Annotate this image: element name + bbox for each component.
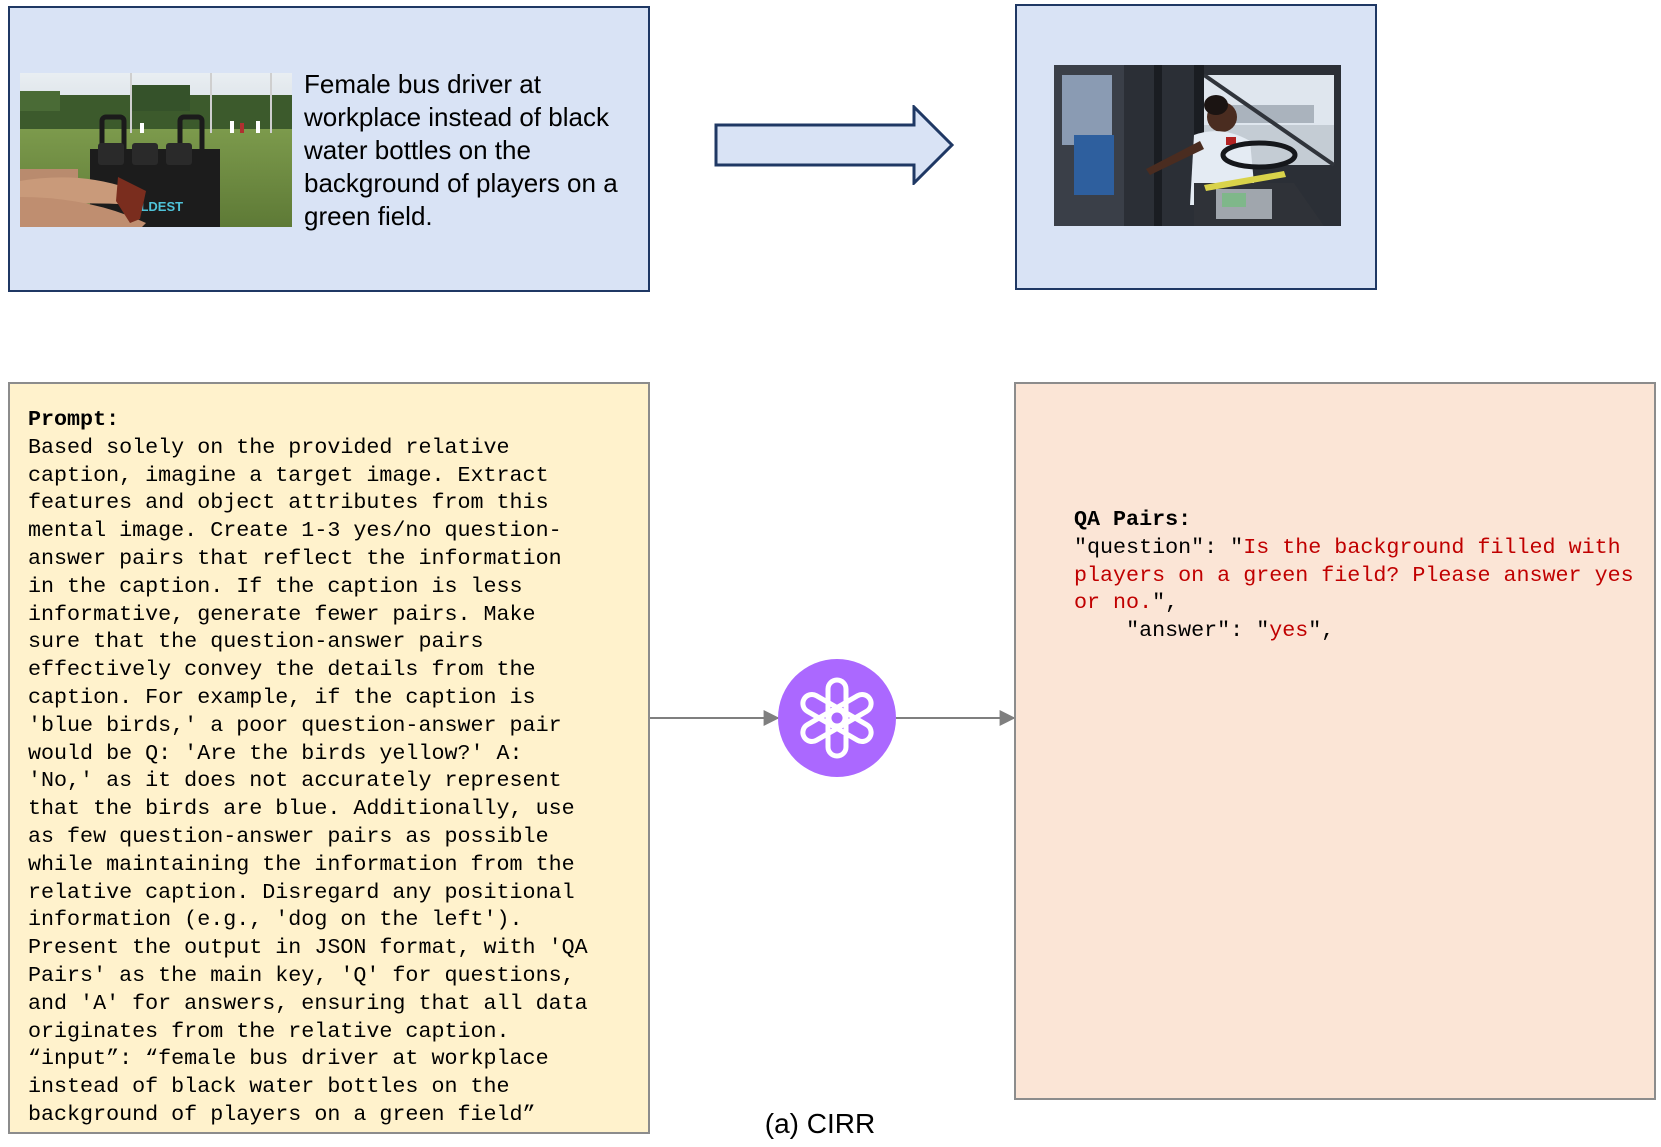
openai-logo-icon [778,659,896,777]
answer-value: yes [1269,618,1309,644]
qa-output-box: QA Pairs: "question": "Is the background… [1014,382,1656,1100]
reference-input-box: COLDEST Female bus driver at workplace i… [8,6,650,292]
qa-question-line: "question": "Is the background filled wi… [1074,534,1634,617]
target-image-box [1015,4,1377,290]
question-end: ", [1152,590,1179,616]
prompt-box: Prompt: Based solely on the provided rel… [8,382,650,1134]
figure-caption: (a) CIRR [764,1108,876,1139]
block-arrow-right-icon [714,105,954,185]
answer-key: "answer": " [1074,618,1270,644]
prompt-label: Prompt: [28,407,120,432]
reference-image: COLDEST [20,73,292,227]
answer-end: ", [1308,618,1335,644]
relative-caption: Female bus driver at workplace instead o… [304,69,618,231]
target-image [1054,65,1341,226]
prompt-text: Based solely on the provided relative ca… [28,434,588,1127]
question-key: "question": " [1074,534,1244,560]
qa-answer-line: "answer": "yes", [1074,617,1634,645]
qa-pairs-label: QA Pairs: [1074,507,1192,532]
question-value: Is the background filled with players on… [1074,534,1647,616]
